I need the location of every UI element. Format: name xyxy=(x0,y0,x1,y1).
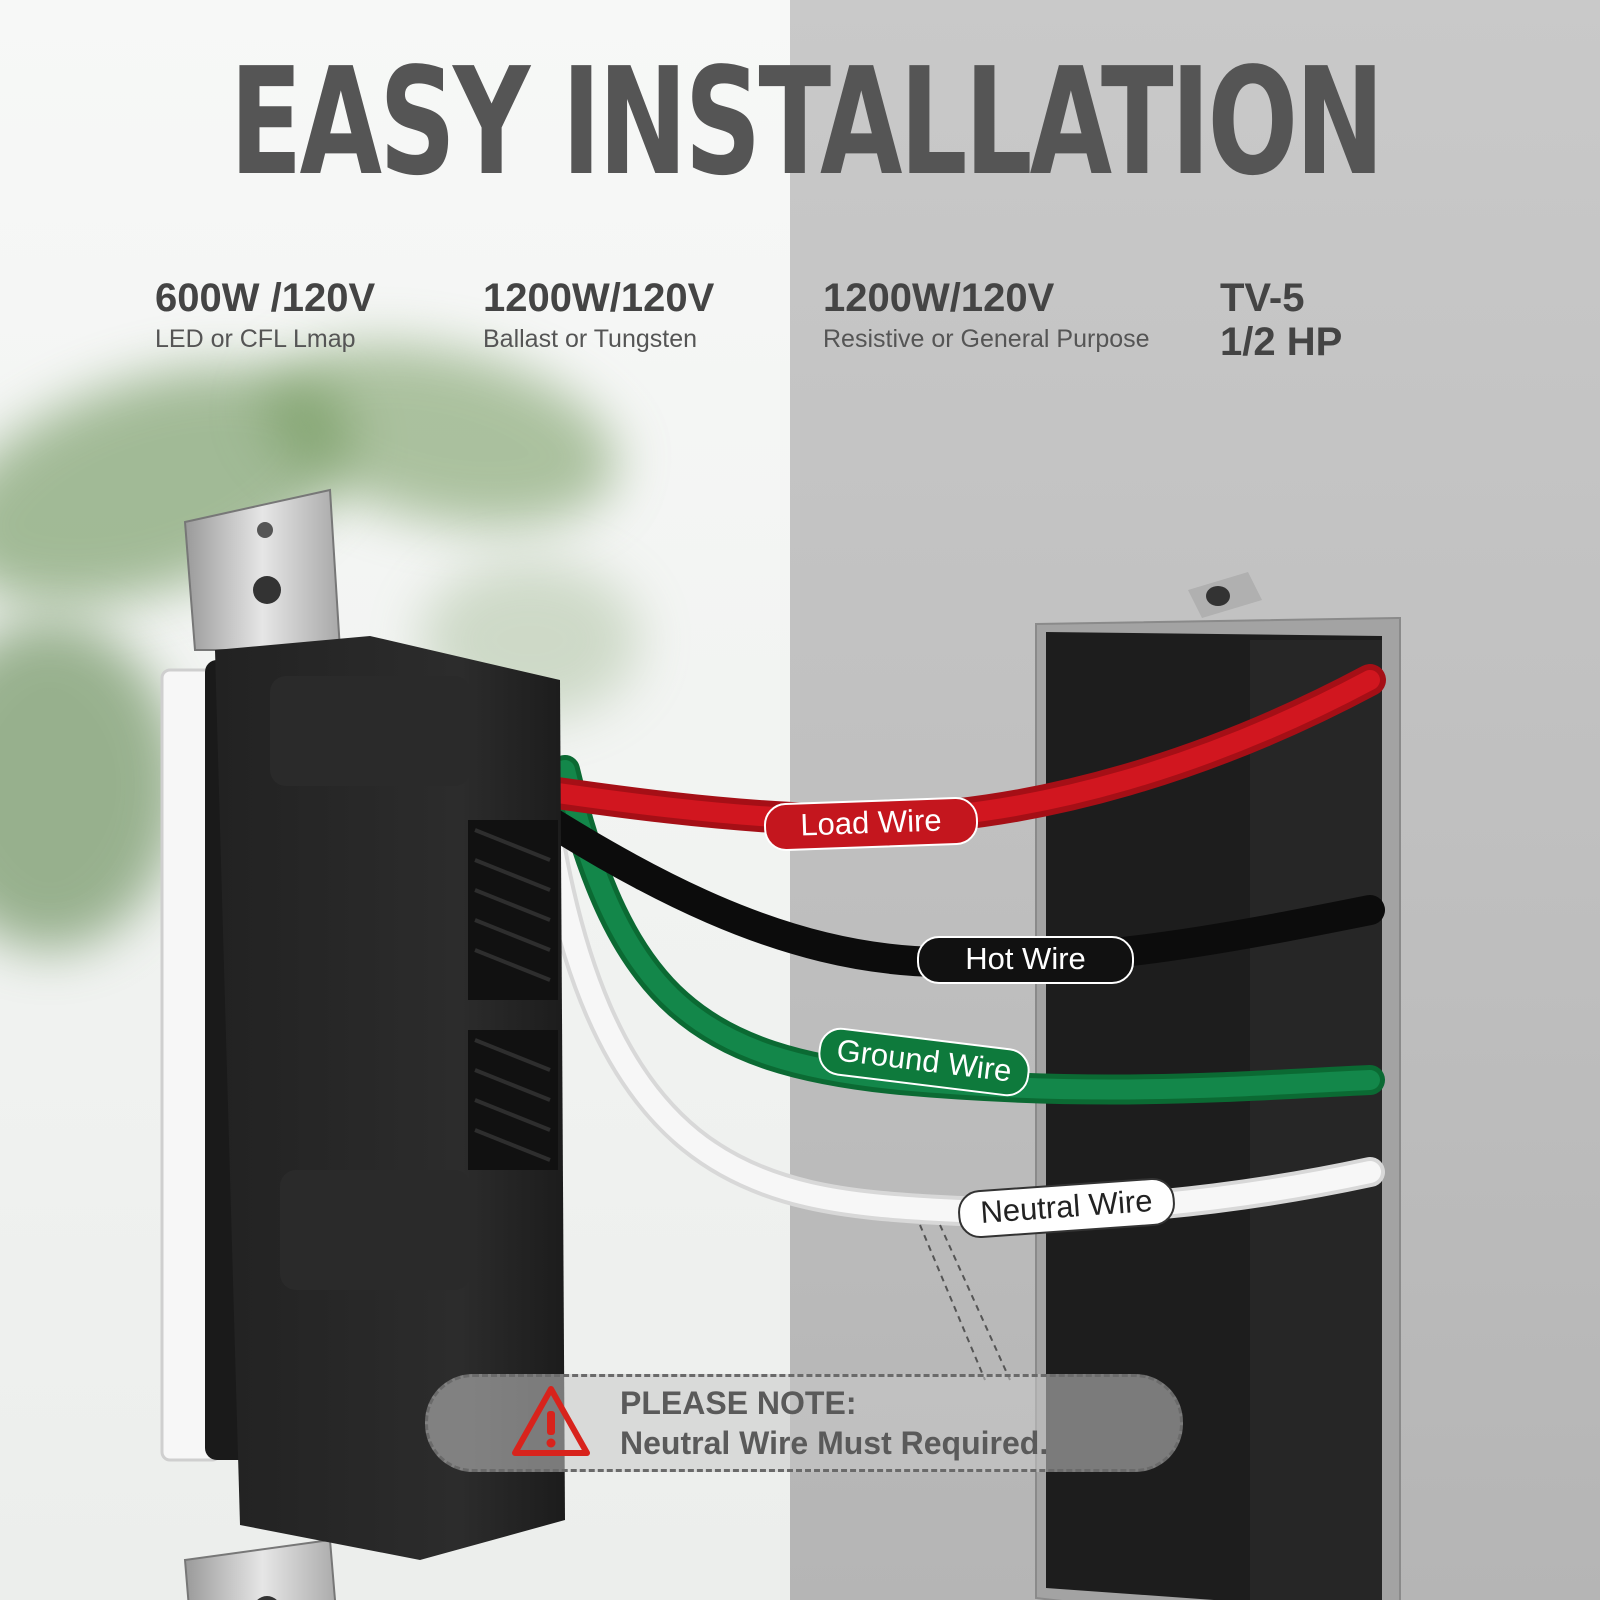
hot-wire-label: Hot Wire xyxy=(917,936,1134,984)
spec-value: TV-5 xyxy=(1220,276,1305,320)
spec-value: 1200W/120V xyxy=(823,276,1055,320)
load-wire-label: Load Wire xyxy=(763,796,979,852)
note-body: Neutral Wire Must Required. xyxy=(620,1425,1049,1461)
spec-resistive: 1200W/120V Resistive or General Purpose xyxy=(823,276,1150,356)
spec-desc: LED or CFL Lmap xyxy=(155,325,356,353)
spec-led: 600W /120V LED or CFL Lmap xyxy=(155,276,375,356)
callout-lines xyxy=(919,1224,1011,1381)
spec-value: 600W /120V xyxy=(155,276,376,320)
spec-motor: TV-5 1/2 HP xyxy=(1220,276,1342,364)
spec-ballast: 1200W/120V Ballast or Tungsten xyxy=(483,276,714,356)
wall-electrical-box xyxy=(1035,572,1401,1600)
note-heading: PLEASE NOTE: xyxy=(620,1385,857,1421)
spec-value: 1/2 HP xyxy=(1220,320,1343,364)
dimmer-switch xyxy=(160,488,565,1600)
note-text: PLEASE NOTE: Neutral Wire Must Required. xyxy=(620,1383,1048,1463)
spec-value: 1200W/120V xyxy=(483,276,715,320)
spec-desc: Ballast or Tungsten xyxy=(483,325,698,353)
spec-desc: Resistive or General Purpose xyxy=(823,325,1150,353)
neutral-wire-core xyxy=(529,759,1381,1223)
page-title: EASY INSTALLATION xyxy=(229,36,1385,208)
warning-triangle-icon xyxy=(512,1386,590,1456)
